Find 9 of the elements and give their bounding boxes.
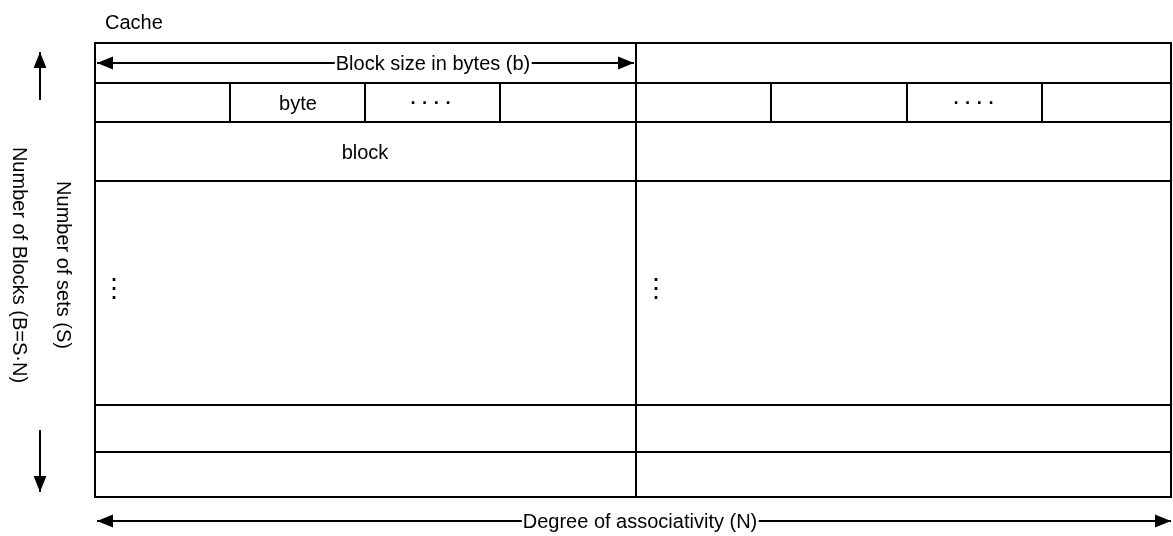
ellipsis: ···· xyxy=(951,89,999,113)
ellipsis: ···· xyxy=(408,89,456,113)
cell-text: block xyxy=(341,140,389,164)
cell-text: byte xyxy=(279,91,317,115)
axis-label: Number of Blocks (B=S·N) xyxy=(8,146,32,384)
ellipsis: ⋮ xyxy=(100,276,130,300)
ellipsis: ⋮ xyxy=(642,276,672,300)
axis-label: Number of sets (S) xyxy=(52,181,76,349)
diagram-title: Cache xyxy=(105,10,163,34)
